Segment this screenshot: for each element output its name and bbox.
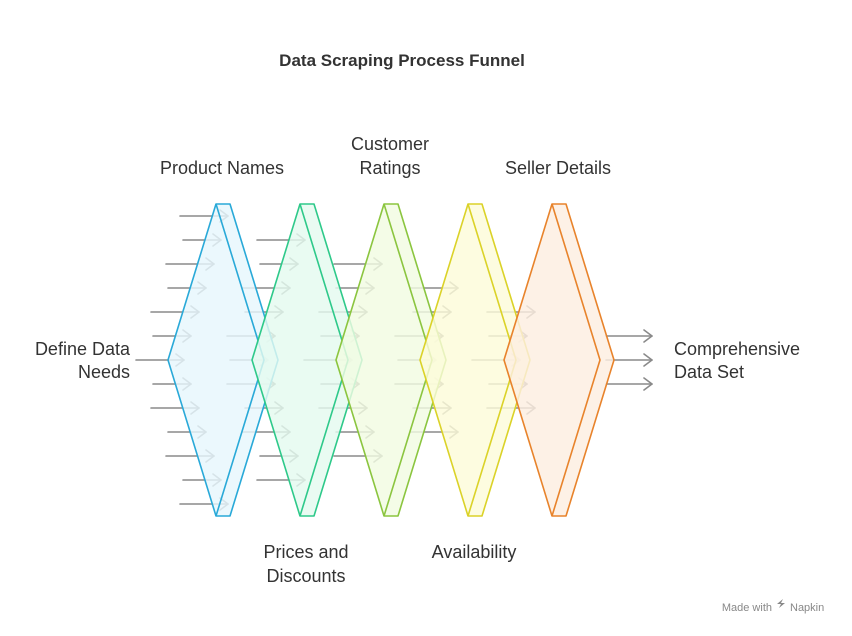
diagram-title: Data Scraping Process Funnel	[279, 51, 525, 70]
napkin-brand-text: Napkin	[790, 602, 824, 614]
input-label-line-2: Needs	[78, 362, 130, 382]
customer-ratings-label-line-2: Ratings	[359, 158, 420, 178]
seller-details-chevron-shape	[503, 203, 615, 517]
availability-chevron-shape	[419, 203, 531, 517]
napkin-logo-icon	[777, 599, 785, 608]
stage-seller-details	[503, 203, 615, 517]
seller-details-label-line-1: Seller Details	[505, 158, 611, 178]
output-arrow	[605, 329, 653, 343]
stage-label-product-names: Product Names	[160, 158, 284, 178]
napkin-watermark: Made with Napkin	[722, 599, 824, 614]
output-label-line-1: Comprehensive	[674, 339, 800, 359]
made-with-text: Made with	[722, 602, 772, 614]
output-arrow	[605, 377, 653, 391]
product-names-label-line-1: Product Names	[160, 158, 284, 178]
customer-ratings-label-line-1: Customer	[351, 134, 429, 154]
product-names-chevron-shape	[167, 203, 279, 517]
customer-ratings-chevron-shape	[335, 203, 447, 517]
stage-label-seller-details: Seller Details	[505, 158, 611, 178]
prices-discounts-chevron-shape	[251, 203, 363, 517]
prices-discounts-label-line-2: Discounts	[266, 566, 345, 586]
input-label: Define Data Needs	[35, 339, 131, 382]
seller-details-chevron-edge	[551, 203, 601, 517]
output-label: Comprehensive Data Set	[674, 339, 800, 382]
prices-discounts-label-line-1: Prices and	[263, 542, 348, 562]
stage-label-availability: Availability	[432, 542, 517, 562]
availability-label-line-1: Availability	[432, 542, 517, 562]
input-label-line-1: Define Data	[35, 339, 131, 359]
output-label-line-2: Data Set	[674, 362, 744, 382]
funnel-stages	[167, 203, 615, 517]
